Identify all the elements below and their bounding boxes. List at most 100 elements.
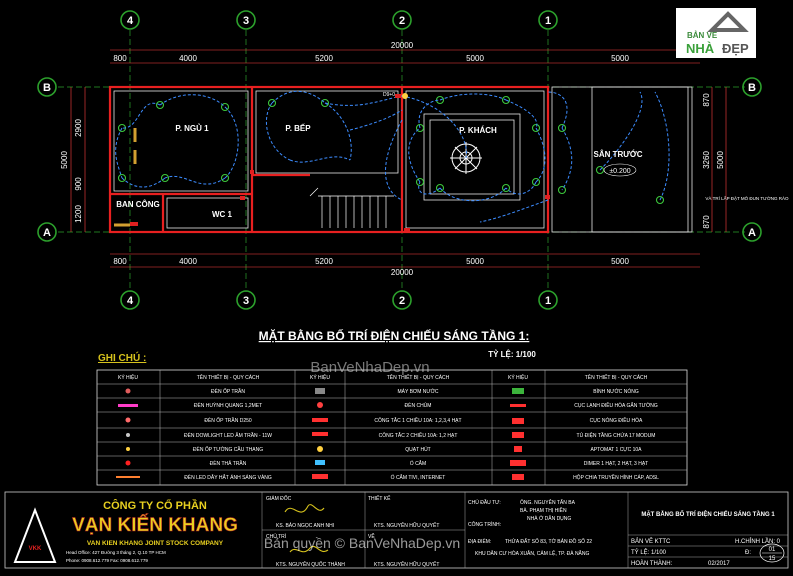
- revision: H.CHỈNH LẦN: 0: [735, 538, 781, 545]
- staircase: [309, 187, 394, 228]
- project-label: CÔNG TRÌNH:: [468, 521, 501, 528]
- sheet-title: MẶT BẰNG BỐ TRÍ ĐIỆN CHIẾU SÁNG TẦNG 1: [641, 510, 775, 518]
- wiring-circuits: [115, 90, 670, 223]
- legend-item: TỦ ĐIỆN TẦNG CHỨA 17 MODUM: [577, 431, 656, 439]
- legend-table: KÝ HIỆU TÊN THIẾT BỊ - QUY CÁCH KÝ HIỆU …: [96, 369, 688, 486]
- owner-name: ÔNG. NGUYỄN TẤN BA: [520, 499, 576, 506]
- legend-item: ĐÈN CHÙM: [405, 402, 432, 409]
- notes-title: GHI CHÚ :: [98, 351, 146, 364]
- dim-total-top: 20000: [391, 41, 414, 50]
- drawer-name: KTS. NGUYỄN HỮU QUYẾT: [374, 561, 439, 568]
- dim-span: 5000: [466, 257, 484, 266]
- dim-left-total: 5000: [60, 151, 69, 169]
- legend-header: KÝ HIỆU: [118, 373, 138, 381]
- project-name: NHÀ Ở DÂN DỤNG: [527, 515, 571, 522]
- legend-item: ĐÈN ỐP TƯỜNG CẦU THANG: [193, 446, 263, 453]
- axis-label-side: B: [43, 82, 51, 94]
- brand-logo-main: NHÀ: [686, 41, 715, 56]
- axis-label-side: A: [748, 227, 756, 239]
- axis-label-top: 2: [399, 15, 405, 27]
- sheet-number-label: Đ:: [745, 550, 751, 556]
- dim-span: 4000: [179, 257, 197, 266]
- company-brand-en: VAN KIEN KHANG JOINT STOCK COMPANY: [87, 540, 224, 547]
- owner-label: CHỦ ĐẦU TƯ:: [468, 499, 501, 506]
- legend-header: TÊN THIẾT BỊ - QUY CÁCH: [387, 373, 450, 381]
- sheet-number: 01: [769, 547, 776, 553]
- company-type: CÔNG TY CỔ PHẦN: [103, 499, 207, 512]
- level-text: ±0.200: [609, 168, 630, 175]
- legend-item: APTOMAT 1 CỰC 10A: [591, 447, 643, 453]
- company-phone: Phone: 0908.612.779 Fax: 0908.612.779: [66, 558, 148, 563]
- legend-item: CỤC LẠNH ĐIỀU HÒA GẮN TƯỜNG: [574, 401, 658, 409]
- dim-left-vertical: 900: [74, 177, 83, 191]
- company-logo-mark: VKK: [29, 546, 42, 552]
- dim-right-vertical: 3260: [702, 151, 711, 169]
- director-signature: [284, 504, 325, 513]
- legend-item: MÁY BƠM NƯỚC: [397, 388, 438, 395]
- switches-sockets: [130, 94, 550, 231]
- axis-label-bottom: 3: [243, 295, 249, 307]
- legend-header: TÊN THIẾT BỊ - QUY CÁCH: [585, 373, 648, 381]
- axis-label-top: 4: [127, 15, 134, 27]
- level-marker: ±0.200: [603, 163, 637, 177]
- legend-item: ĐÈN DOWLIGHT LED ÂM TRẦN - 11W: [184, 432, 272, 439]
- sheet-total: 15: [769, 556, 776, 562]
- room-toilet-label: WC 1: [212, 210, 233, 219]
- company-brand: VẠN KIẾN KHANG: [72, 514, 238, 536]
- legend-item: CỤC NÓNG ĐIỀU HÒA: [590, 417, 643, 424]
- site-watermark: BanVeNhaDep.vn: [310, 359, 429, 376]
- brand-logo-right: ĐẸP: [722, 41, 749, 56]
- axis-label-top: 3: [243, 15, 249, 27]
- legend-item: BÌNH NƯỚC NÓNG: [593, 388, 639, 395]
- axis-label-side: A: [43, 227, 51, 239]
- legend-header: KÝ HIỆU: [508, 373, 528, 381]
- dim-span: 5200: [315, 54, 333, 63]
- dimension-lines: [70, 49, 727, 268]
- door-tag: D9+0: [383, 92, 395, 98]
- windows: [114, 128, 137, 227]
- dim-left-vertical: 1200: [74, 205, 83, 223]
- site-address-2: KHU DÂN CƯ HÒA XUÂN, CẨM LỆ, TP. ĐÀ NẴNG: [475, 549, 589, 557]
- house-roof-icon: [707, 11, 749, 32]
- dim-left-vertical: 2900: [74, 119, 83, 137]
- legend-item: Ổ CẮM TIVI, INTERNET: [391, 473, 446, 481]
- copyright-watermark: Bản quyền © BanVeNhaDep.vn: [264, 535, 460, 551]
- axis-label-top: 1: [545, 15, 551, 27]
- dim-span: 4000: [179, 54, 197, 63]
- legend-item: ĐÈN HUỲNH QUANG 1,2MET: [194, 402, 262, 409]
- legend-item: QUẠT HÚT: [405, 446, 430, 453]
- brand-logo-top: BẢN VẼ: [687, 31, 718, 40]
- checker-label: CHỦ TRÌ: [266, 533, 287, 540]
- room-balcony-label: BAN CÔNG: [116, 200, 160, 209]
- draw-label: VẼ: [368, 533, 375, 540]
- axis-label-side: B: [748, 82, 756, 94]
- legend-item: DIMER 1 HẠT, 2 HẠT, 3 HẠT: [584, 461, 648, 467]
- legend-item: ĐÈN THẢ TRẦN: [210, 460, 247, 467]
- walls: [108, 85, 550, 234]
- title-block: VKK CÔNG TY CỔ PHẦN VẠN KIẾN KHANG VAN K…: [4, 491, 789, 569]
- legend-header: KÝ HIỆU: [310, 373, 330, 381]
- design-label: THIẾT KẾ: [368, 495, 391, 502]
- completion-date: 02/2017: [708, 561, 730, 567]
- address-label: ĐỊA ĐIỂM:: [468, 538, 491, 545]
- light-fixtures: [117, 95, 665, 205]
- electrical-panel-icon: [402, 93, 408, 99]
- legend-item: CÔNG TẮC 1 CHIỀU 10A: 1,2,3,4 HẠT: [374, 416, 461, 424]
- axis-label-bottom: 4: [127, 295, 134, 307]
- legend-header: TÊN THIẾT BỊ - QUY CÁCH: [197, 373, 260, 381]
- dim-span: 5000: [611, 54, 629, 63]
- brand-logo: BẢN VẼ NHÀ ĐẸP: [676, 8, 756, 58]
- legend-item: CÔNG TẮC 2 CHIỀU 10A: 1,2 HẠT: [379, 431, 458, 439]
- dim-total-bottom: 20000: [391, 268, 414, 277]
- checker-name: KTS. NGUYỄN QUỐC THÀNH: [276, 561, 345, 568]
- axis-label-bottom: 1: [545, 295, 551, 307]
- dim-right-total: 5000: [716, 151, 725, 169]
- legend-item: Ổ CẮM: [410, 459, 426, 467]
- room-kitchen-label: P. BẾP: [285, 123, 311, 133]
- top-axis-bubbles: [37, 10, 762, 310]
- dim-right-vertical: 870: [702, 93, 711, 107]
- reference-note: VÀ TRÍ LẮP ĐẶT MÔ ĐUN TƯỜNG RÀO: [705, 194, 789, 201]
- company-logo-icon: [13, 507, 57, 563]
- checker-signature: [289, 546, 329, 553]
